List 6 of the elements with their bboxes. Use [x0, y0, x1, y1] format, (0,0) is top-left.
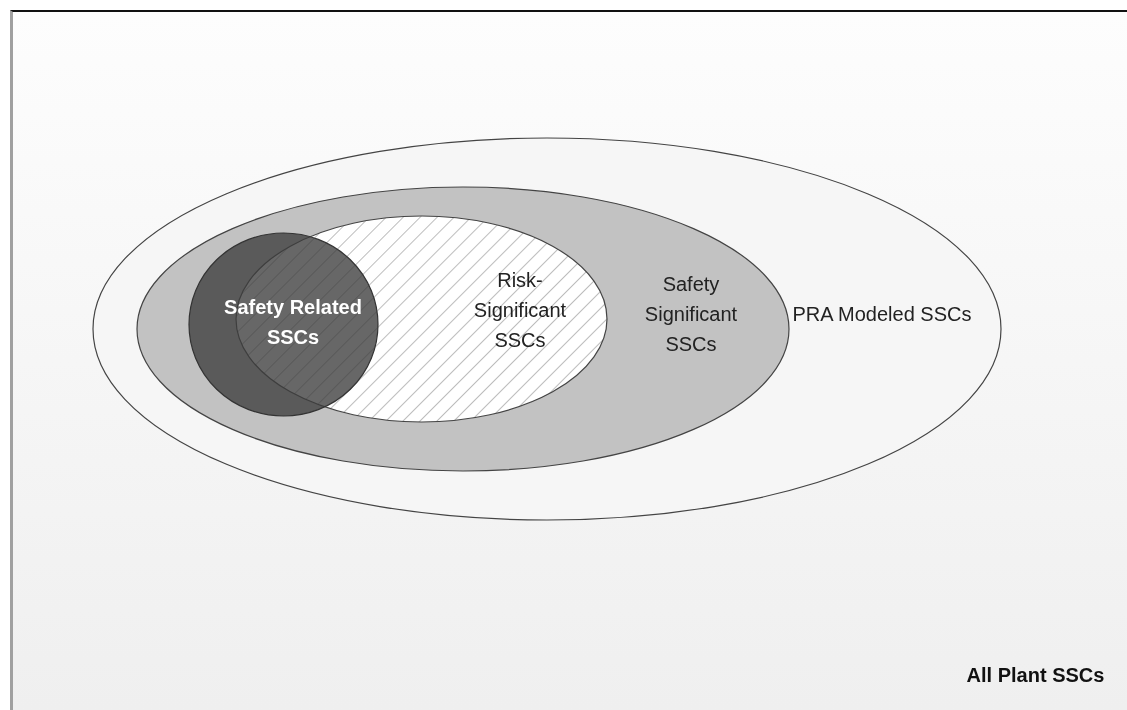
background-panel [10, 10, 1127, 710]
risk-significant-label: Risk-Significant SSCs [472, 268, 568, 353]
safety-related-label: Safety Related SSCs [223, 295, 363, 350]
safety-significant-label: Safety Significant SSCs [643, 272, 739, 357]
all-plant-label: All Plant SSCs [965, 663, 1106, 688]
pra-modeled-label: PRA Modeled SSCs [791, 302, 973, 327]
